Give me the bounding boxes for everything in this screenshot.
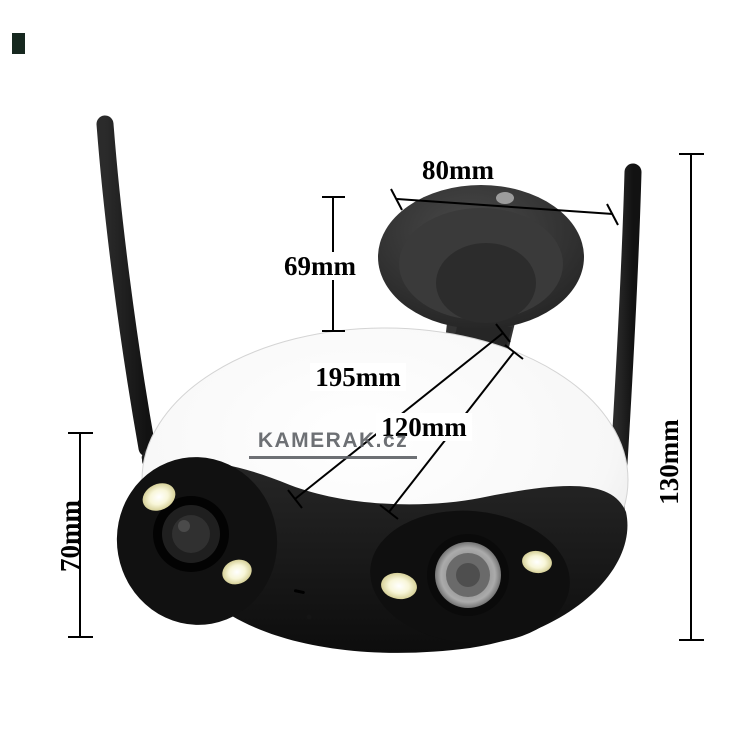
dim-label-overall-height: 130mm: [654, 419, 684, 505]
dim-label-body-depth: 120mm: [376, 413, 472, 441]
dim-line-80mm: [396, 198, 614, 215]
dim-label-body-width: 195mm: [310, 363, 406, 391]
watermark: KAMERAK.cz: [249, 429, 417, 459]
right-led-right: [522, 550, 552, 574]
dim-label-mount-height: 69mm: [281, 252, 359, 280]
right-led-left: [381, 572, 417, 600]
left-antenna: [96, 115, 169, 470]
left-led-top: [142, 483, 176, 511]
mic-hole: [293, 589, 305, 594]
dim-label-front-height: 70mm: [55, 500, 85, 572]
corner-artifact: [12, 33, 25, 54]
left-lens-module: [142, 483, 252, 585]
left-led-bottom: [222, 559, 252, 585]
right-lens-module: [381, 534, 552, 616]
mount-screw-hole: [496, 192, 514, 204]
dim-label-mount-width: 80mm: [413, 156, 503, 184]
indicator-hole: [306, 614, 312, 620]
